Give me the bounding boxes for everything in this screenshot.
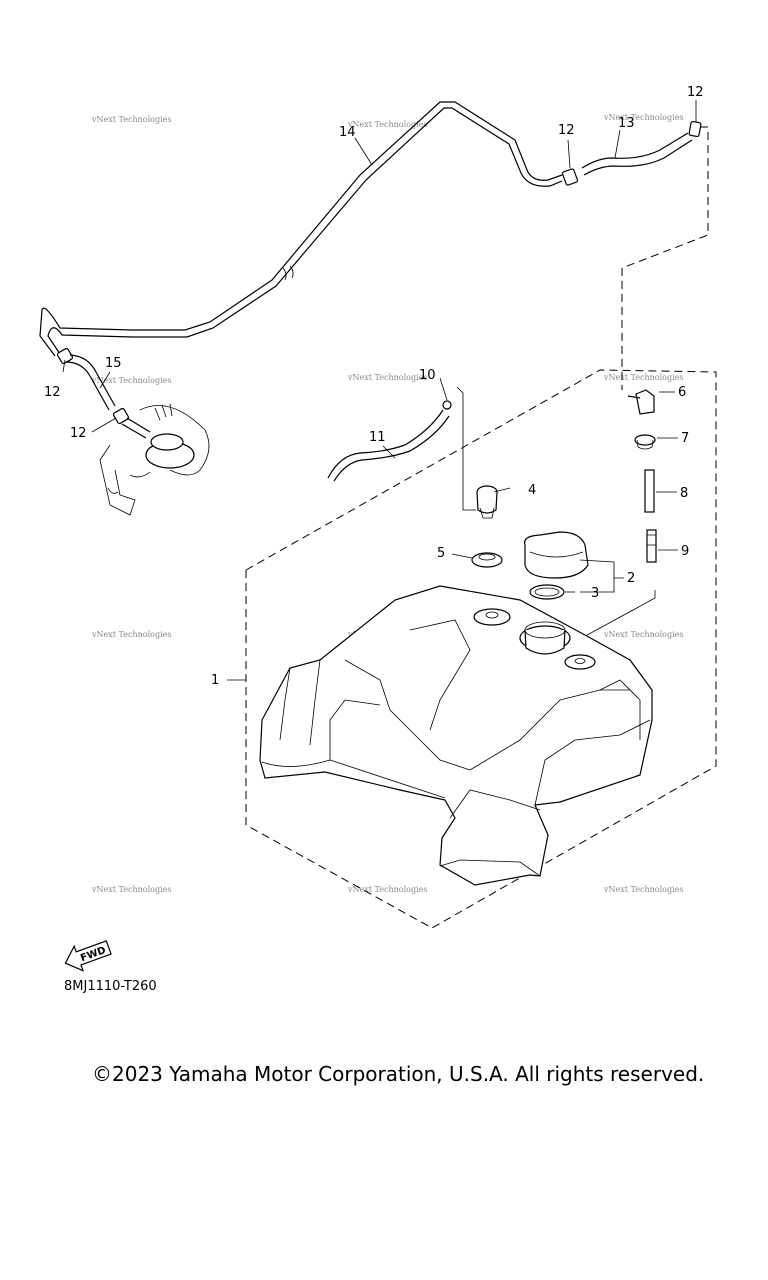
callout-12: 12 — [70, 426, 87, 441]
leader-lines — [62, 100, 697, 681]
hose-13 — [581, 126, 709, 390]
o-ring-3 — [529, 584, 565, 600]
watermark: vNext Technologies — [347, 885, 427, 894]
callout-12: 12 — [687, 85, 704, 100]
callout-4: 4 — [528, 483, 536, 498]
pipe-8 — [644, 469, 655, 513]
callout-1: 1 — [211, 673, 219, 688]
fuel-tank-1 — [259, 585, 653, 886]
watermark: vNext Technologies — [347, 373, 427, 382]
grommet-5 — [471, 552, 503, 568]
grommet-7 — [634, 434, 656, 450]
callout-6: 6 — [678, 385, 686, 400]
fuel-cap-2 — [523, 531, 589, 579]
callout-8: 8 — [680, 486, 688, 501]
callout-11: 11 — [369, 430, 386, 445]
watermark: vNext Technologies — [91, 115, 171, 124]
diagram-code: 8MJ1110-T260 — [64, 979, 157, 994]
callout-15: 15 — [105, 356, 122, 371]
callout-9: 9 — [681, 544, 689, 559]
callout-5: 5 — [437, 546, 445, 561]
callout-14: 14 — [339, 125, 356, 140]
watermark: vNext Technologies — [603, 885, 683, 894]
canister-assembly — [99, 403, 210, 516]
callouts: 1 2 3 4 5 6 7 8 9 10 11 12 12 12 12 13 1… — [44, 85, 704, 688]
fuel-valve-4 — [476, 485, 498, 519]
joint-9 — [646, 529, 657, 563]
joint-6 — [627, 389, 655, 415]
fwd-arrow-icon: FWD — [64, 940, 112, 972]
watermark: vNext Technologies — [603, 373, 683, 382]
tank-outline — [245, 369, 717, 929]
leader-9 — [577, 590, 656, 641]
watermark: vNext Technologies — [91, 630, 171, 639]
clamps-12 — [56, 120, 702, 425]
watermark: vNext Technologies — [91, 885, 171, 894]
callout-7: 7 — [681, 431, 689, 446]
watermark: vNext Technologies — [603, 113, 683, 122]
fwd-label: FWD — [79, 945, 107, 964]
callout-13: 13 — [618, 116, 635, 131]
callout-2: 2 — [627, 571, 635, 586]
drain-hose-11 — [327, 386, 476, 511]
hose-15 — [65, 354, 151, 439]
callout-12: 12 — [558, 123, 575, 138]
watermark: vNext Technologies — [347, 120, 427, 129]
callout-10: 10 — [419, 368, 436, 383]
watermark: vNext Technologies — [603, 630, 683, 639]
watermark: vNext Technologies — [91, 376, 171, 385]
callout-3: 3 — [591, 586, 599, 601]
copyright-text: ©2023 Yamaha Motor Corporation, U.S.A. A… — [92, 1062, 705, 1086]
callout-12: 12 — [44, 385, 61, 400]
breather-pipe-14 — [39, 101, 563, 357]
